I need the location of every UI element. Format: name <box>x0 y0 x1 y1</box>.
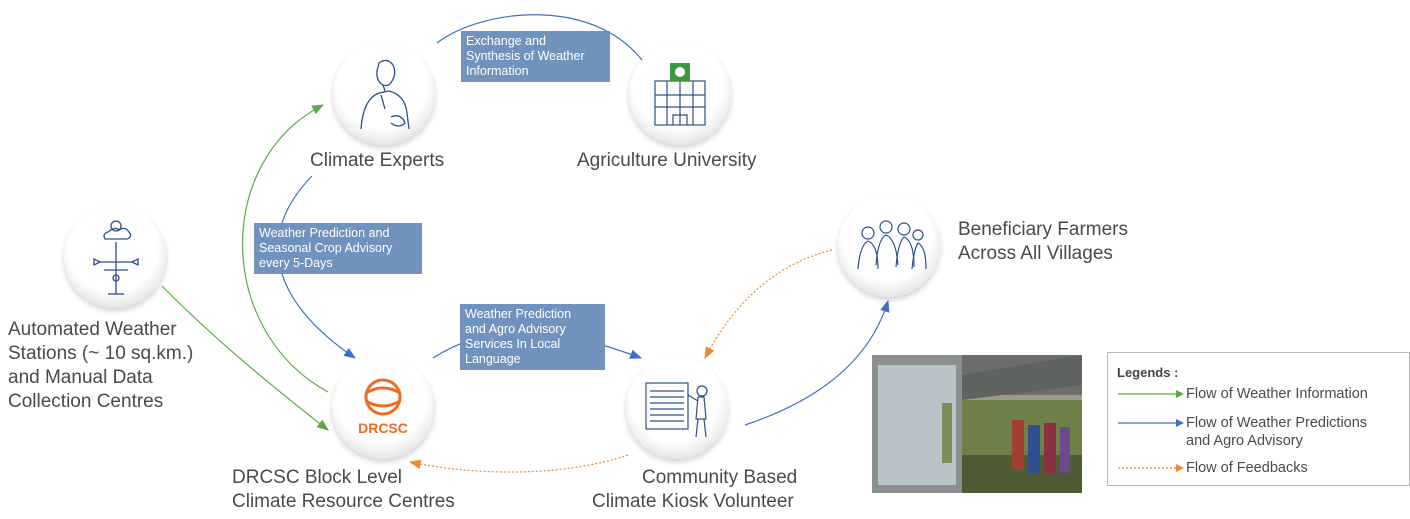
legend-green-arrow <box>1118 390 1184 398</box>
climate-experts-label: Climate Experts <box>310 150 445 171</box>
svg-text:DRCSC: DRCSC <box>358 420 408 436</box>
village-kiosk-photo <box>872 355 1082 493</box>
legend-title: Legends : <box>1117 365 1179 380</box>
kiosk-board-icon <box>645 382 708 438</box>
legend-box: Legends : Flow of Weather Information Fl… <box>1107 352 1410 486</box>
kiosk-node <box>626 357 728 459</box>
agriculture-university-node <box>629 43 731 145</box>
arrow-drcsc-to-experts <box>242 104 329 393</box>
arrow-farmers-to-kiosk <box>704 249 833 360</box>
weather-vane-icon <box>93 220 139 295</box>
drcsc-label: DRCSC Block Level Climate Resource Centr… <box>232 467 455 512</box>
arrow-kiosk-to-drcsc <box>408 454 629 473</box>
exchange-synthesis-box: Exchange and Synthesis of Weather Inform… <box>461 31 610 82</box>
drcsc-node: DRCSC <box>332 357 434 459</box>
weather-station-label: Automated Weather Stations (~ 10 sq.km.)… <box>8 319 194 412</box>
legend-orange-arrow <box>1118 464 1184 472</box>
university-building-icon <box>654 63 706 126</box>
prediction-5days-box: Weather Prediction and Seasonal Crop Adv… <box>254 223 422 274</box>
legend-blue-arrow <box>1118 419 1184 427</box>
arrow-aws-to-drcsc <box>161 285 329 431</box>
photo-illustration <box>872 355 1082 493</box>
agro-advisory-box: Weather Prediction and Agro Advisory Ser… <box>460 304 605 370</box>
weather-station-node <box>64 206 166 308</box>
agriculture-university-label: Agriculture University <box>577 150 757 171</box>
climate-experts-node <box>333 43 435 145</box>
beneficiary-farmers-node <box>838 195 940 297</box>
arrow-experts-university-arc <box>436 14 643 61</box>
expert-person-icon <box>360 59 410 130</box>
kiosk-label: Community Based Climate Kiosk Volunteer <box>592 467 798 512</box>
drcsc-logo-icon: DRCSC <box>358 378 408 436</box>
farmers-group-icon <box>857 220 927 270</box>
beneficiary-farmers-label: Beneficiary Farmers Across All Villages <box>958 219 1128 264</box>
arrow-kiosk-to-farmers <box>744 299 890 426</box>
